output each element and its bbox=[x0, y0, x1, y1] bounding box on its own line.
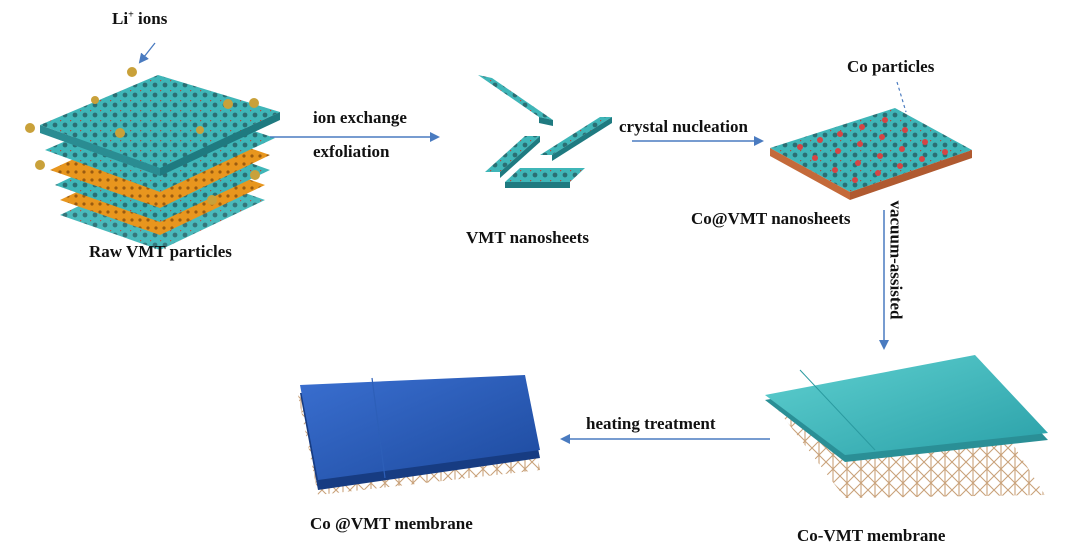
co-particles-pointer bbox=[896, 81, 907, 113]
co-at-vmt-membrane-graphic bbox=[298, 375, 540, 495]
vmt-nanosheets-graphic bbox=[478, 75, 612, 188]
vmt-nanosheets-label: VMT nanosheets bbox=[466, 228, 589, 247]
co-vmt-membrane-graphic bbox=[765, 355, 1048, 498]
li-ions-label: Li+ ions bbox=[112, 9, 168, 28]
co-vmt-nanosheets-graphic bbox=[770, 108, 972, 200]
li-ions-graphic bbox=[25, 67, 260, 205]
li-ions-pointer bbox=[138, 42, 156, 64]
raw-vmt-particles-label: Raw VMT particles bbox=[89, 242, 232, 261]
co-vmt-nanosheets-label: Co@VMT nanosheets bbox=[691, 209, 851, 228]
exfoliation-label: exfoliation bbox=[313, 142, 390, 161]
raw-vmt-particles-graphic bbox=[40, 75, 280, 250]
co-at-vmt-membrane-label: Co @VMT membrane bbox=[310, 514, 473, 533]
ion-exchange-label: ion exchange bbox=[313, 108, 407, 127]
co-particles-graphic bbox=[797, 117, 948, 183]
co-particles-label: Co particles bbox=[847, 57, 935, 76]
vacuum-assisted-label: vacuum-assisted bbox=[886, 200, 906, 320]
co-vmt-membrane-label: Co-VMT membrane bbox=[797, 526, 946, 545]
crystal-nucleation-label: crystal nucleation bbox=[619, 117, 748, 136]
heating-treatment-label: heating treatment bbox=[586, 414, 716, 433]
